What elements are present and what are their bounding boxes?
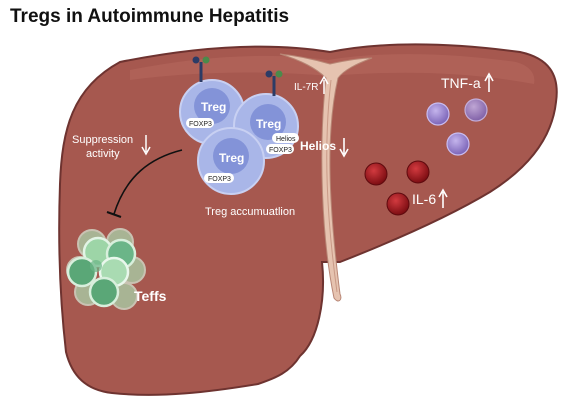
foxp3-tag: FOXP3 — [189, 121, 212, 128]
treg-label: Treg — [201, 100, 226, 114]
suppression-label-line2: activity — [86, 148, 120, 160]
treg-accumulation-label: Treg accumuatlion — [205, 206, 295, 218]
figure-title: Tregs in Autoimmune Hepatitis — [10, 6, 290, 27]
foxp3-tag: FOXP3 — [208, 176, 231, 183]
receptor-icon — [265, 70, 283, 96]
tnf-a-label: TNF-a — [441, 75, 481, 91]
inhibition-bar — [106, 211, 122, 218]
teffs-label: Teffs — [134, 288, 167, 304]
helios-label: Helios — [300, 139, 336, 153]
receptor-icon — [192, 56, 210, 82]
inhibition-arrow-icon — [113, 149, 183, 215]
teff-cell-front — [66, 236, 137, 308]
arrow-down-icon — [339, 138, 349, 158]
teff-cluster — [66, 228, 146, 310]
foxp3-tag: FOXP3 — [269, 147, 292, 154]
tnf-a-cytokines — [426, 98, 488, 156]
liver-shape — [58, 43, 558, 396]
arrow-down-icon — [141, 135, 151, 156]
suppression-label-line1: Suppression — [72, 134, 133, 146]
arrow-up-icon — [438, 188, 448, 208]
helios-tag: Helios — [276, 136, 296, 143]
ligament-crease — [326, 79, 338, 293]
falciform-ligament — [279, 53, 373, 302]
arrow-up-icon — [484, 72, 494, 92]
il-6-cytokines — [364, 160, 430, 216]
arrow-up-icon — [319, 75, 329, 94]
il-7r-label: IL-7R — [294, 82, 318, 93]
treg-label: Treg — [256, 117, 281, 131]
treg-label: Treg — [219, 151, 244, 165]
il-6-label: IL-6 — [412, 191, 436, 207]
